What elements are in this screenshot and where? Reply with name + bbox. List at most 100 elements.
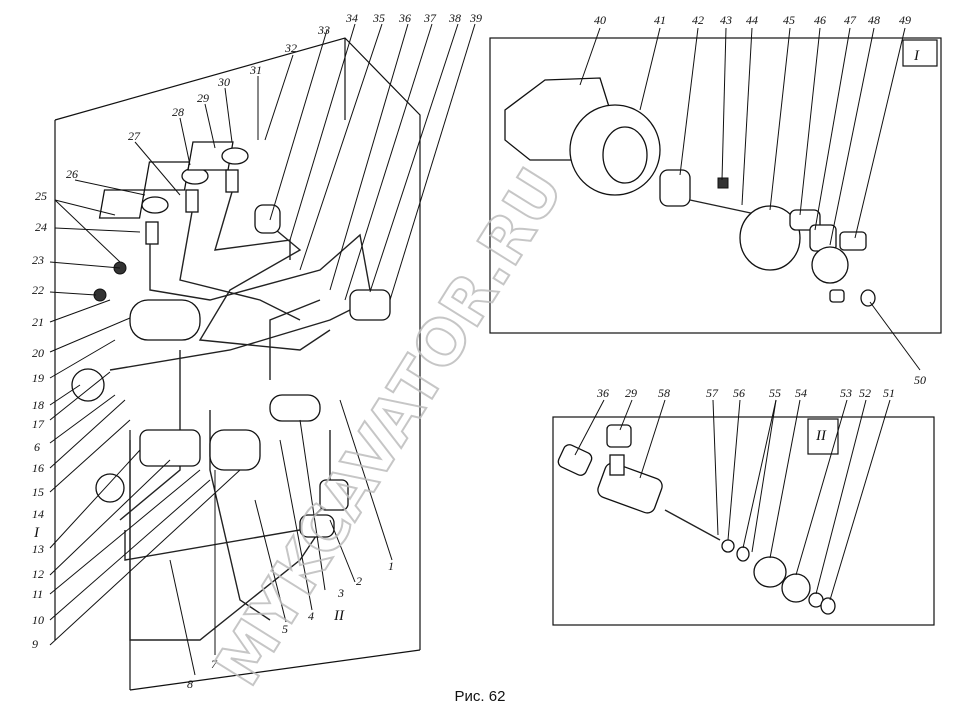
label-7: 7 <box>211 657 218 671</box>
pipe-j <box>119 350 181 521</box>
needle-57 <box>664 509 721 541</box>
main-assembly-view <box>54 37 421 691</box>
label-roman-II-main: II <box>333 608 345 624</box>
pipe-b <box>179 211 301 321</box>
label-1: 1 <box>388 559 394 573</box>
box-outline-top <box>54 37 421 650</box>
label-20: 20 <box>32 346 44 360</box>
labels-inset-II: II 36 29 58 57 56 55 54 53 52 51 <box>596 386 895 444</box>
fitting-36 <box>557 444 593 476</box>
spring-42 <box>659 169 691 207</box>
valve-nipple <box>609 454 625 476</box>
key-43 <box>717 177 729 189</box>
pipe-i <box>269 299 321 380</box>
label-41: 41 <box>654 13 666 27</box>
label-54: 54 <box>795 386 807 400</box>
label-50: 50 <box>914 373 926 387</box>
label-17: 17 <box>32 417 45 431</box>
label-52: 52 <box>859 386 871 400</box>
label-15: 15 <box>32 485 44 499</box>
bolt-49 <box>839 231 867 251</box>
labels-main-left: 25 24 23 22 21 20 19 18 17 6 16 15 14 I … <box>32 189 47 651</box>
labels-inset-I: I 40 41 42 43 44 45 46 47 48 49 50 <box>594 13 926 387</box>
label-24: 24 <box>35 220 47 234</box>
disc-53 <box>781 573 811 603</box>
label-57: 57 <box>706 386 719 400</box>
label-22: 22 <box>32 283 44 297</box>
label-39: 39 <box>469 11 482 25</box>
label-roman-I-inset: I <box>913 48 920 64</box>
label-roman-I-main: I <box>33 525 40 541</box>
elbow-fitting <box>254 204 281 234</box>
washer-50 <box>860 289 876 307</box>
label-3: 3 <box>337 586 344 600</box>
label-28: 28 <box>172 105 184 119</box>
labels-main-bottom: 8 7 II 4 3 2 1 5 <box>187 559 394 691</box>
ring-55a <box>736 546 750 562</box>
inset-II-frame <box>552 416 935 626</box>
label-42: 42 <box>692 13 704 27</box>
label-26: 26 <box>66 167 78 181</box>
main-leader-lines <box>49 23 476 676</box>
label-14: 14 <box>32 507 44 521</box>
label-6: 6 <box>34 440 40 454</box>
label-32: 32 <box>284 41 297 55</box>
inset-I-roman-box <box>902 39 938 67</box>
connector-right <box>269 394 321 422</box>
valve-middle <box>209 429 261 471</box>
bolt-lower <box>829 289 845 303</box>
inset-I-leaders <box>579 27 921 371</box>
ring-56 <box>721 539 735 553</box>
label-29-inset: 29 <box>625 386 637 400</box>
box-outline-bottom <box>129 649 421 691</box>
label-48: 48 <box>868 13 880 27</box>
label-4: 4 <box>308 609 314 623</box>
label-51: 51 <box>883 386 895 400</box>
valve-block-left <box>139 429 201 467</box>
tee-fitting <box>349 289 391 321</box>
pipe-d <box>198 224 331 351</box>
label-33: 33 <box>317 23 330 37</box>
label-11: 11 <box>32 587 43 601</box>
label-36-inset: 36 <box>596 386 609 400</box>
pipe-e <box>109 309 351 371</box>
label-27: 27 <box>128 129 141 143</box>
label-29: 29 <box>197 91 209 105</box>
label-43: 43 <box>720 13 732 27</box>
valve-body-58 <box>597 462 663 514</box>
part-48 <box>811 246 849 284</box>
pipe-a <box>149 233 371 301</box>
label-58: 58 <box>658 386 670 400</box>
label-19: 19 <box>32 371 44 385</box>
ball-handle-upper <box>71 368 105 402</box>
cylinder-upper <box>129 299 201 341</box>
nut-54 <box>753 556 787 588</box>
label-47: 47 <box>844 13 857 27</box>
watermark: MYKCAVATOR.RU <box>201 156 577 698</box>
label-56: 56 <box>733 386 745 400</box>
label-18: 18 <box>32 398 44 412</box>
label-10: 10 <box>32 613 44 627</box>
label-36: 36 <box>398 11 411 25</box>
fitting-2 <box>319 479 349 511</box>
label-roman-II-inset: II <box>815 428 827 444</box>
label-45: 45 <box>783 13 795 27</box>
figure-caption: Рис. 62 <box>454 688 506 705</box>
labels-main-top: 26 27 28 29 30 31 32 33 34 35 36 37 38 3… <box>66 11 482 181</box>
nut-29 <box>606 424 632 448</box>
label-31: 31 <box>249 63 262 77</box>
label-30: 30 <box>217 75 230 89</box>
label-35: 35 <box>372 11 385 25</box>
inset-II-roman-box <box>807 418 839 455</box>
label-21: 21 <box>32 315 44 329</box>
inset-I <box>489 37 942 334</box>
label-55: 55 <box>769 386 781 400</box>
label-37: 37 <box>423 11 437 25</box>
pipe-c <box>214 191 291 260</box>
ball-handle-lower <box>95 473 125 503</box>
inset-I-frame <box>489 37 942 334</box>
inset-II-leaders <box>574 399 891 601</box>
label-38: 38 <box>448 11 461 25</box>
label-12: 12 <box>32 567 44 581</box>
